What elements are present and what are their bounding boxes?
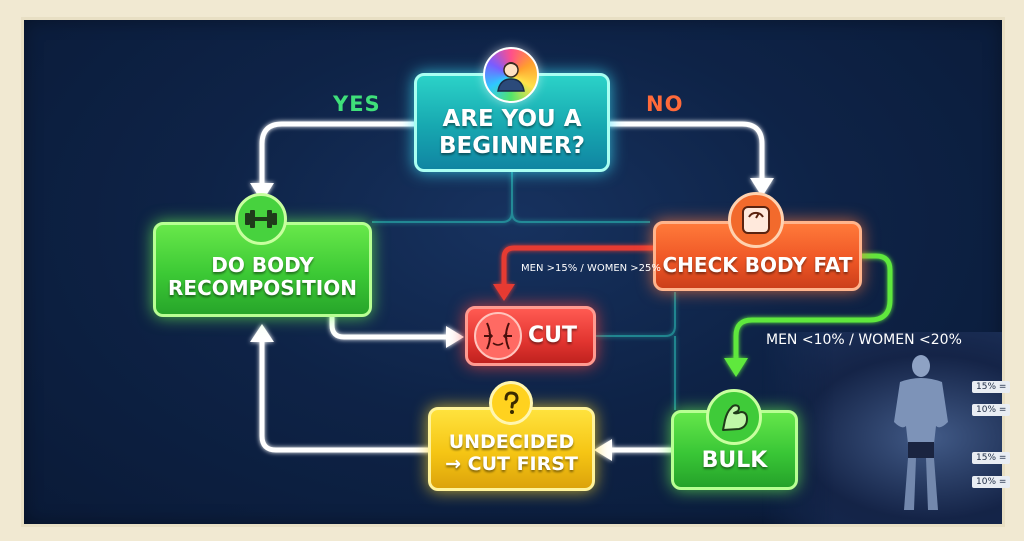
- high-body-fat-label: MEN >15% / WOMEN >25%: [521, 263, 661, 274]
- dumbbell-icon: [235, 193, 287, 245]
- scale-icon: [728, 192, 784, 248]
- waist-icon: [474, 312, 522, 360]
- undecided-node-label: UNDECIDED → CUT FIRST: [445, 432, 578, 476]
- check-body-fat-node-label: CHECK BODY FAT: [663, 254, 853, 277]
- guide-line-stem: [512, 172, 650, 222]
- cut-node-label: CUT: [528, 323, 577, 348]
- photo-tag: 15% =: [972, 452, 1010, 464]
- arrowhead-recomp-to-cut: [446, 326, 464, 348]
- arrowhead-bulk-to-undecided: [594, 439, 612, 461]
- no-label: NO: [646, 92, 683, 116]
- yes-label: YES: [333, 92, 381, 116]
- low-body-fat-label: MEN <10% / WOMEN <20%: [766, 332, 962, 348]
- arrow-yes: [262, 124, 414, 185]
- guide-lines: [372, 172, 675, 410]
- flexed-arm-icon: [706, 389, 762, 445]
- question-node-label: ARE YOU A BEGINNER?: [439, 106, 585, 159]
- user-icon: [483, 47, 539, 103]
- photo-tag: 15% =: [972, 381, 1010, 393]
- photo-tag: 10% =: [972, 404, 1010, 416]
- guide-line-left: [372, 212, 512, 222]
- bulk-node-label: BULK: [702, 448, 768, 473]
- arrowhead-undecided-to-recomp: [250, 324, 274, 342]
- arrowhead-bodyfat-to-bulk: [724, 358, 748, 377]
- guide-line-middle: [596, 292, 675, 336]
- gym-photo: [762, 332, 1002, 524]
- bodybuilder-figure-icon: [886, 352, 956, 512]
- question-icon: [489, 381, 533, 425]
- arrow-undecided-to-recomp: [262, 340, 428, 450]
- arrowhead-bodyfat-to-cut: [493, 284, 515, 301]
- arrow-no: [610, 124, 762, 180]
- recomposition-node-label: DO BODY RECOMPOSITION: [168, 254, 357, 300]
- arrow-recomp-to-cut: [332, 317, 450, 337]
- photo-tag: 10% =: [972, 476, 1010, 488]
